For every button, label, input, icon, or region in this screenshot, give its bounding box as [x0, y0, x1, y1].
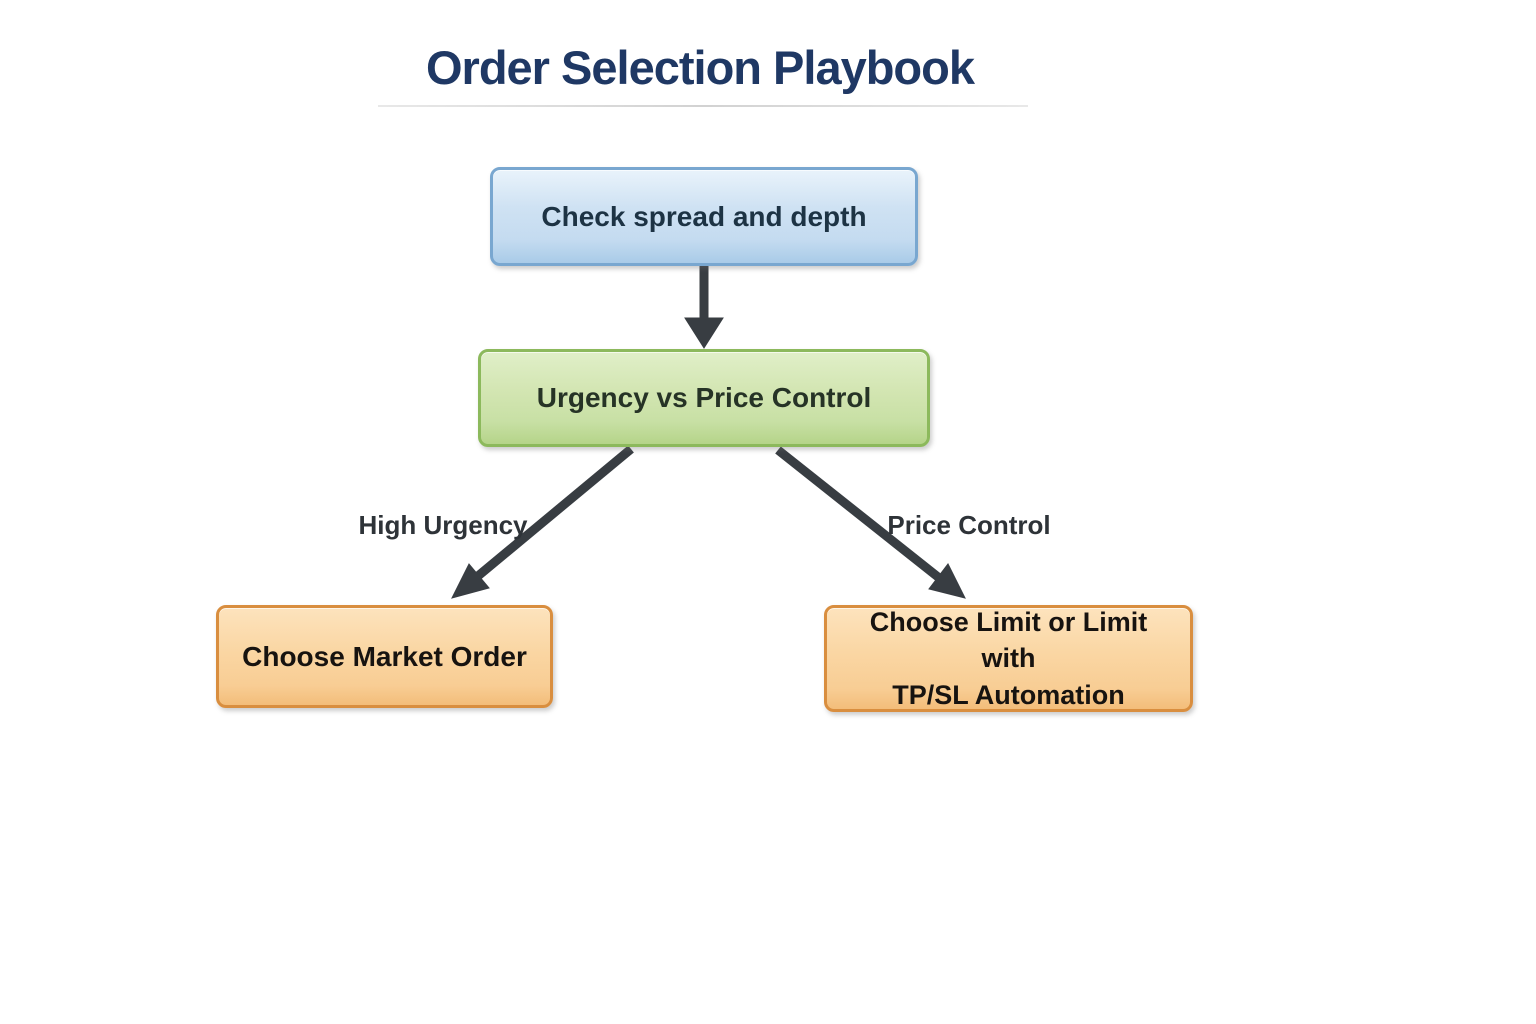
edge-label-price-control: Price Control	[887, 510, 1051, 540]
title-divider	[378, 105, 1028, 107]
node-market-order: Choose Market Order	[216, 605, 553, 708]
node-check-spread: Check spread and depth	[490, 167, 918, 266]
node-limit-order-line1: Choose Limit or Limit with	[869, 606, 1148, 674]
node-limit-order-line2: TP/SL Automation	[892, 679, 1125, 710]
node-market-order-label: Choose Market Order	[242, 640, 527, 672]
node-check-spread-label: Check spread and depth	[541, 200, 867, 232]
node-decision: Urgency vs Price Control	[478, 349, 930, 447]
page-title: Order Selection Playbook	[425, 41, 975, 94]
node-decision-label: Urgency vs Price Control	[536, 382, 872, 414]
node-limit-order: Choose Limit or Limit with TP/SL Automat…	[824, 605, 1193, 712]
edge-label-high-urgency: High Urgency	[358, 510, 528, 540]
arrow-down-icon	[684, 266, 724, 349]
